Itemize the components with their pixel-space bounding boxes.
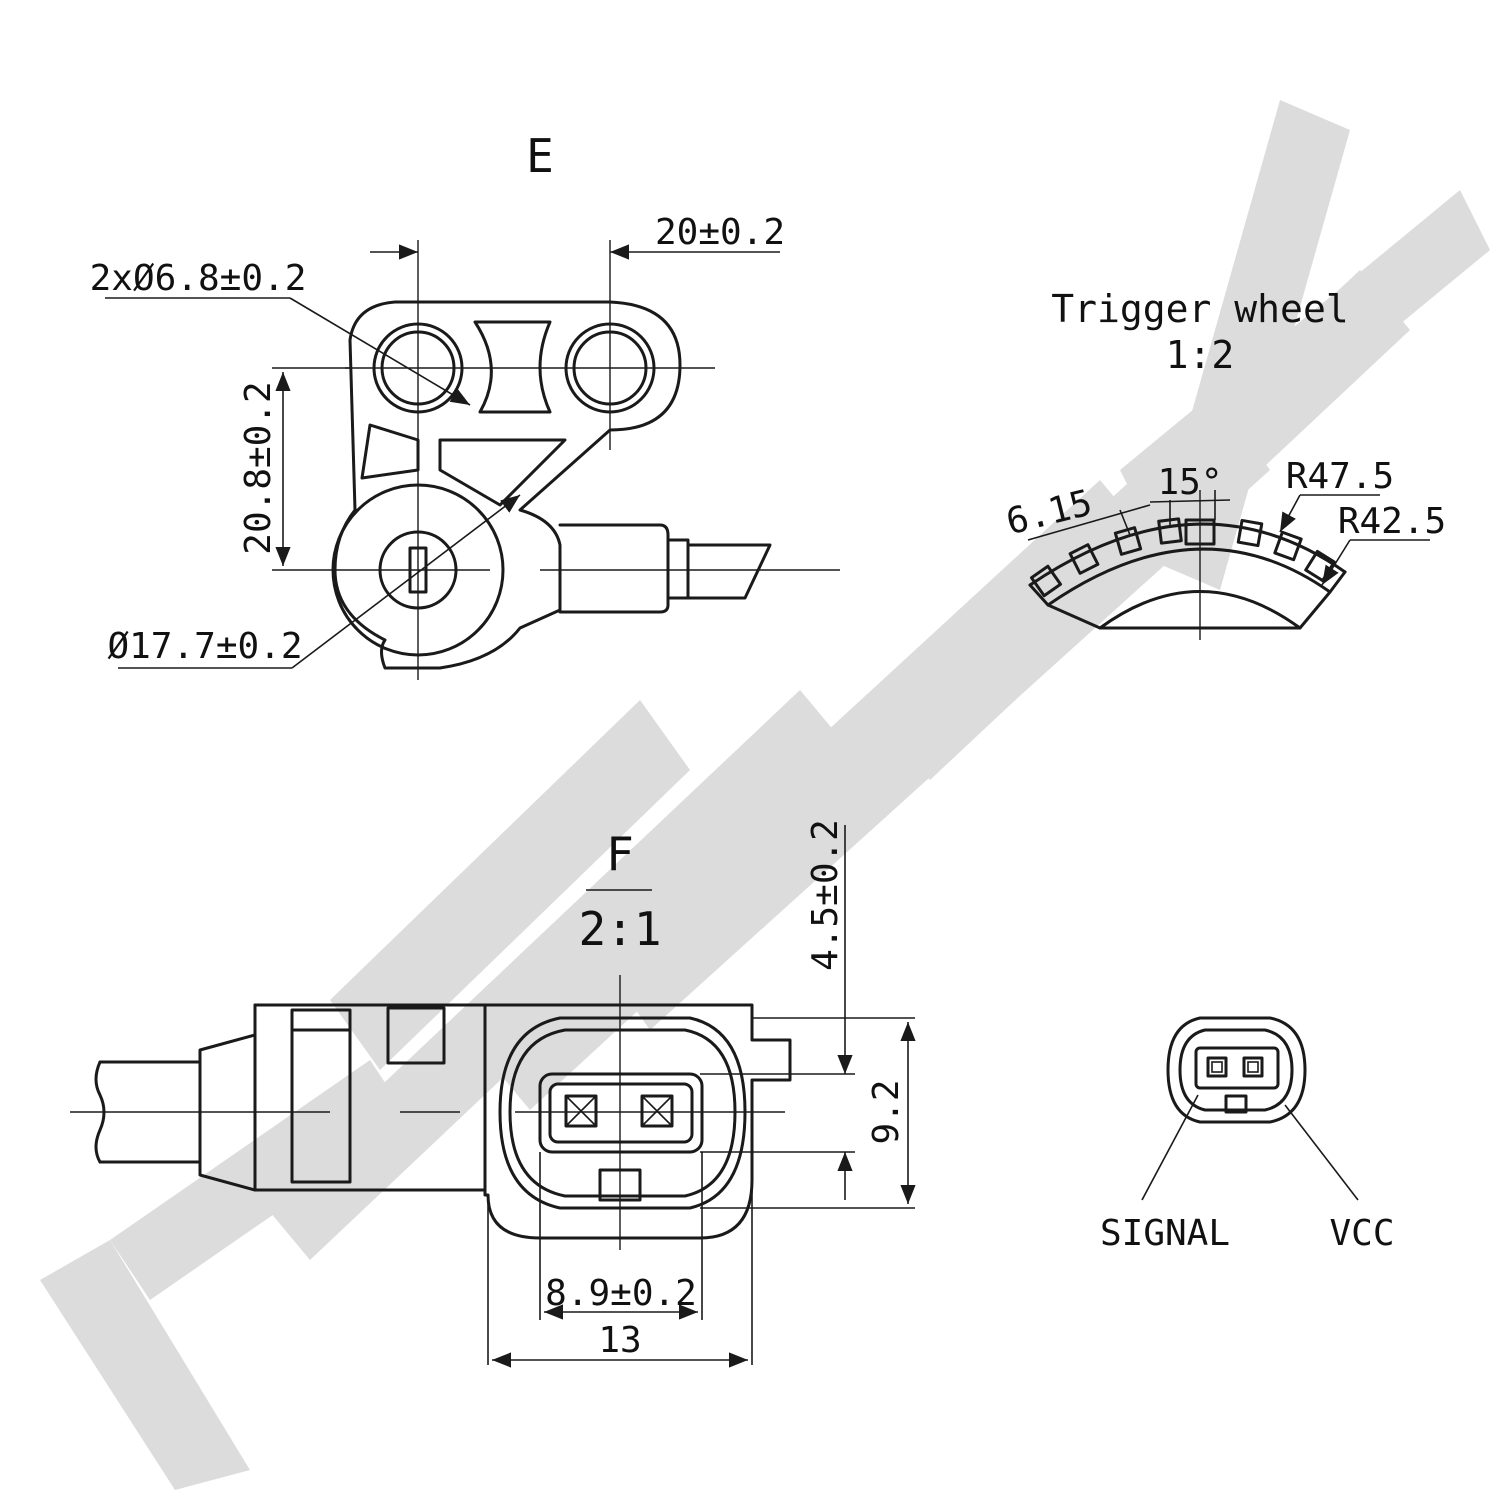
dim-angle-label: 15° — [1157, 462, 1222, 503]
trigger-wheel-scale: 1:2 — [1166, 333, 1235, 377]
watermark-logo — [40, 100, 1490, 1490]
dim-height-label: 20.8±0.2 — [238, 381, 279, 554]
dim-pin-offset-label: 4.5±0.2 — [805, 819, 846, 971]
view-f-title: F — [606, 827, 634, 881]
mounting-hole-right — [564, 322, 656, 414]
view-e-title: E — [526, 129, 554, 183]
dim-outer-radius-label: R47.5 — [1286, 456, 1394, 497]
view-f: F 2:1 — [70, 819, 916, 1368]
pinout-diagram: SIGNAL VCC — [1100, 1016, 1395, 1254]
sensor-bore — [331, 483, 505, 657]
dim-inner-radius-label: R42.5 — [1338, 501, 1446, 542]
view-f-scale: 2:1 — [578, 902, 661, 956]
pin-signal-label: SIGNAL — [1100, 1213, 1230, 1254]
dim-height-f-label: 9.2 — [866, 1079, 907, 1144]
dim-holes-label: 2xØ6.8±0.2 — [90, 258, 307, 299]
dim-width-f-label: 13 — [598, 1320, 641, 1361]
connector-pins — [564, 1094, 674, 1128]
dim-width-label: 20±0.2 — [655, 212, 785, 253]
view-e: E 20±0.2 2xØ6.8±0.2 — [90, 129, 840, 680]
mounting-hole-left — [372, 322, 464, 414]
dim-bore-label: Ø17.7±0.2 — [107, 626, 302, 667]
trigger-wheel-title: Trigger wheel — [1051, 287, 1348, 331]
dim-inner-width-label: 8.9±0.2 — [545, 1273, 697, 1314]
pin-vcc-label: VCC — [1329, 1213, 1394, 1254]
connector-housing — [253, 1003, 792, 1240]
